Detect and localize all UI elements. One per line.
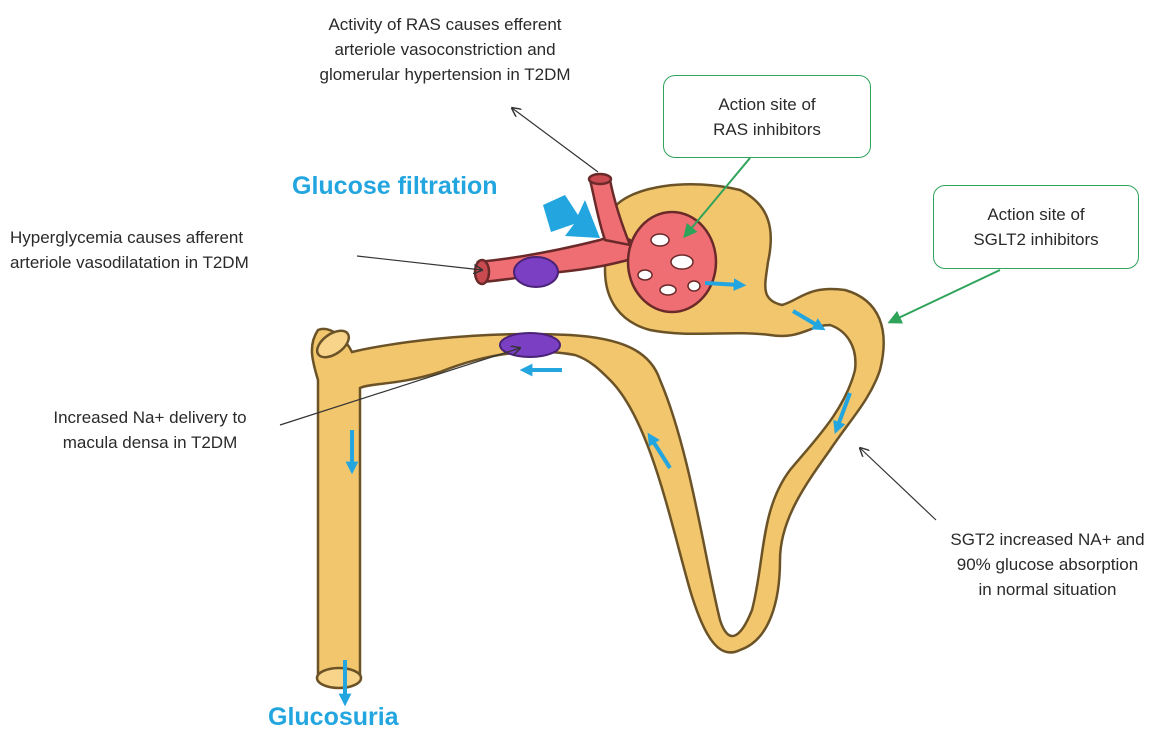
ras-activity-annotation: Activity of RAS causes efferent arteriol… — [255, 12, 635, 87]
macula-densa-line-1: Increased Na+ delivery to — [10, 405, 290, 430]
ras-inhibitors-line-1: Action site of — [713, 92, 821, 117]
pointer-ras-activity — [512, 108, 598, 172]
afferent-opening — [475, 260, 489, 284]
flow-arrow-glomerulus — [705, 283, 740, 285]
sglt2-absorption-line-1: SGT2 increased NA+ and — [925, 527, 1170, 552]
sglt2-absorption-annotation: SGT2 increased NA+ and 90% glucose absor… — [925, 527, 1170, 602]
ras-inhibitors-line-2: RAS inhibitors — [713, 117, 821, 142]
ras-inhibitors-callout: Action site of RAS inhibitors — [663, 75, 871, 158]
hyperglycemia-annotation: Hyperglycemia causes afferent arteriole … — [10, 225, 370, 275]
sglt2-absorption-line-2: 90% glucose absorption — [925, 552, 1170, 577]
sglt2-absorption-line-3: in normal situation — [925, 577, 1170, 602]
sglt2-inhibitors-line-1: Action site of — [973, 202, 1098, 227]
pointer-sglt2-absorption — [860, 448, 936, 520]
sglt2-inhibitors-callout: Action site of SGLT2 inhibitors — [933, 185, 1139, 269]
glucose-filtration-arrow — [543, 195, 600, 238]
glucose-filtration-title: Glucose filtration — [292, 172, 498, 201]
ras-activity-line-1: Activity of RAS causes efferent — [255, 12, 635, 37]
tubule-bottom-opening — [317, 668, 361, 688]
hyperglycemia-line-2: arteriole vasodilatation in T2DM — [10, 250, 370, 275]
macula-densa-line-2: macula densa in T2DM — [10, 430, 290, 455]
hyperglycemia-line-1: Hyperglycemia causes afferent — [10, 225, 370, 250]
macula-densa — [500, 333, 560, 357]
pointer-sglt2-inhibitors — [890, 270, 1000, 322]
efferent-opening — [589, 174, 611, 184]
sglt2-inhibitors-line-2: SGLT2 inhibitors — [973, 227, 1098, 252]
pointer-hyperglycemia — [357, 256, 482, 270]
ras-activity-line-2: arteriole vasoconstriction and — [255, 37, 635, 62]
juxtaglomerular-cells — [514, 257, 558, 287]
ras-activity-line-3: glomerular hypertension in T2DM — [255, 62, 635, 87]
macula-densa-annotation: Increased Na+ delivery to macula densa i… — [10, 405, 290, 455]
glucosuria-label: Glucosuria — [268, 703, 399, 732]
